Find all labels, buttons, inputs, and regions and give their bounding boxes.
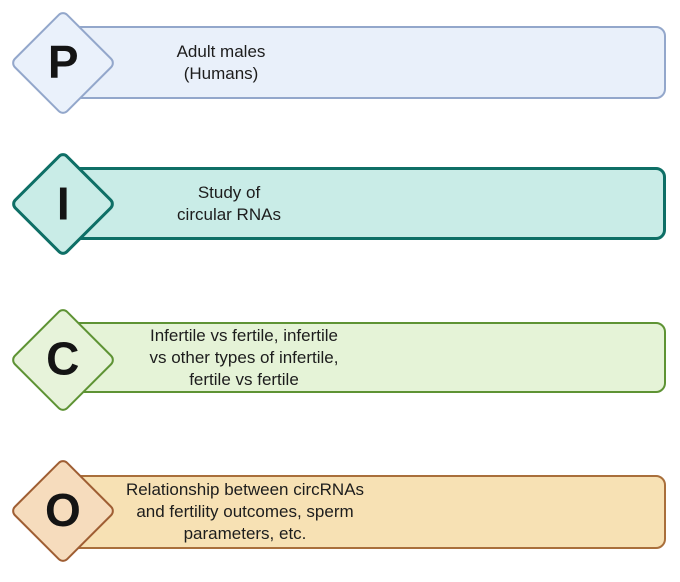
outcome-text-line: and fertility outcomes, sperm [136, 502, 354, 521]
intervention-band-text: Study of circular RNAs [106, 167, 352, 240]
population-letter: P [47, 36, 79, 88]
comparison-text-line: Infertile vs fertile, infertile [149, 325, 338, 345]
outcome-band-text: Relationship between circRNAs and fertil… [112, 475, 378, 549]
population-text-line: (Humans) [183, 63, 259, 83]
intervention-letter: I [56, 177, 70, 229]
comparison-band [62, 322, 666, 393]
comparison-text-line: vs other types of infertile, [149, 347, 339, 367]
outcome-text-line: Relationship between circRNAs [125, 480, 365, 499]
population-band-text: Adult males (Humans) [106, 26, 336, 99]
intervention-text-line: Study of [197, 182, 261, 202]
comparison-text-line: fertile vs fertile [189, 369, 299, 389]
outcome-text-line: parameters, etc. [183, 524, 307, 543]
population-band [62, 26, 666, 99]
outcome-letter: O [45, 484, 81, 536]
comparison-letter: C [46, 332, 80, 385]
intervention-band [62, 167, 666, 240]
intervention-text-line: circular RNAs [177, 204, 281, 224]
population-text-line: Adult males [176, 41, 266, 61]
comparison-band-text: Infertile vs fertile, infertile vs other… [114, 322, 374, 393]
